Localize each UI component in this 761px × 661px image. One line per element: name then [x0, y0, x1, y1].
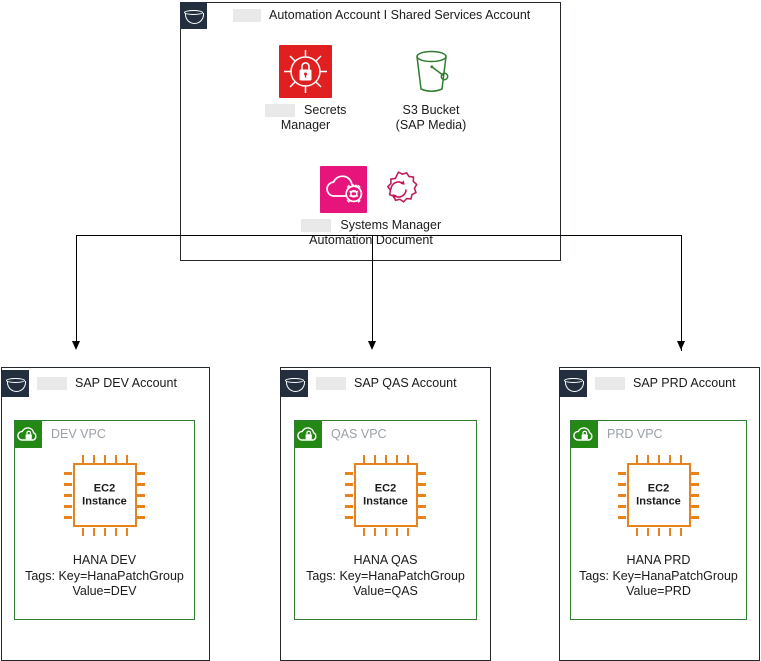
sap-qas-account-header: SAP QAS Account	[281, 369, 457, 397]
systems-manager-icon	[320, 166, 367, 213]
qas-instance-tag-key: Tags: Key=HanaPatchGroup	[306, 568, 465, 583]
vpc-glyph	[573, 427, 593, 441]
vpc-glyph	[297, 427, 317, 441]
prd-instance-caption: HANA PRD Tags: Key=HanaPatchGroup Value=…	[570, 553, 747, 600]
secrets-manager-glyph	[284, 50, 327, 93]
ec2-chip-line1: EC2	[647, 482, 670, 495]
ec2-chip-line1: EC2	[374, 482, 397, 495]
systems-manager-label-line1: Systems Manager	[286, 218, 456, 233]
prd-instance-tag-key: Tags: Key=HanaPatchGroup	[579, 568, 738, 583]
qas-instance-name: HANA QAS	[353, 553, 418, 567]
sap-qas-account-title: SAP QAS Account	[354, 375, 457, 390]
connector-qas-arrowhead	[367, 341, 376, 350]
qas-instance-tag-value: Value=QAS	[353, 584, 418, 598]
secrets-manager-icon	[279, 45, 332, 98]
automation-account-title: Automation Account I Shared Services Acc…	[269, 7, 531, 22]
s3-bucket-icon	[405, 45, 458, 98]
qas-vpc-label: QAS VPC	[331, 427, 387, 442]
ec2-chip-line1: EC2	[93, 482, 116, 495]
connector-bus-horizontal	[76, 235, 682, 236]
ec2-instance-icon: EC2 Instance	[345, 454, 426, 536]
redacted-label-block	[316, 376, 346, 390]
automation-document-glyph	[386, 171, 418, 203]
dev-instance-tag-key: Tags: Key=HanaPatchGroup	[25, 568, 184, 583]
automation-account-header: Automation Account I Shared Services Acc…	[180, 1, 530, 29]
connector-prd-vertical	[681, 235, 682, 351]
systems-manager-glyph	[326, 175, 363, 203]
systems-manager-icon-row	[286, 166, 456, 213]
aws-account-icon	[180, 1, 207, 29]
s3-bucket-label-line1: S3 Bucket	[402, 103, 460, 117]
redacted-label-block	[300, 219, 331, 233]
aws-account-icon	[281, 369, 308, 397]
sap-prd-account-header: SAP PRD Account	[560, 369, 736, 397]
aws-account-icon	[560, 369, 587, 397]
aws-account-icon	[2, 369, 29, 397]
secrets-manager-label-line2: Manager	[280, 118, 331, 132]
ec2-instance-icon: EC2 Instance	[618, 454, 699, 536]
secrets-manager-text1: Secrets	[304, 103, 347, 117]
automation-document-icon	[375, 166, 422, 213]
vpc-glyph	[17, 427, 37, 441]
s3-bucket-glyph	[415, 50, 448, 92]
automation-account-boundary	[180, 2, 561, 261]
sap-dev-account-header: SAP DEV Account	[2, 369, 177, 397]
redacted-label-block	[233, 8, 261, 22]
qas-instance-caption: HANA QAS Tags: Key=HanaPatchGroup Value=…	[294, 553, 477, 600]
ec2-chip-line2: Instance	[636, 495, 681, 507]
prd-ec2-instance: EC2 Instance	[570, 454, 747, 536]
qas-ec2-instance: EC2 Instance	[294, 454, 477, 536]
ec2-chip-line2: Instance	[82, 495, 127, 507]
vpc-icon	[295, 421, 322, 448]
systems-manager-text1: Systems Manager	[340, 218, 442, 232]
sap-prd-account-title: SAP PRD Account	[633, 375, 736, 390]
prd-vpc-label: PRD VPC	[607, 427, 663, 442]
dev-vpc-boundary	[14, 420, 195, 620]
dev-ec2-instance: EC2 Instance	[14, 454, 195, 536]
redacted-label-block	[264, 104, 295, 118]
vpc-icon	[15, 421, 42, 448]
sap-dev-account-title: SAP DEV Account	[75, 375, 177, 390]
service-systems-manager: Systems Manager Automation Document	[286, 166, 456, 248]
service-s3-bucket: S3 Bucket (SAP Media)	[381, 45, 481, 133]
vpc-icon	[571, 421, 598, 448]
redacted-label-block	[595, 376, 625, 390]
prd-vpc-header: PRD VPC	[571, 421, 663, 448]
secrets-manager-label-line1: Secrets	[256, 103, 355, 118]
connector-dev-vertical	[76, 235, 77, 341]
ec2-chip-line2: Instance	[363, 495, 408, 507]
s3-bucket-label-line2: (SAP Media)	[395, 118, 467, 132]
dev-instance-name: HANA DEV	[72, 553, 137, 567]
dev-vpc-label: DEV VPC	[51, 427, 106, 442]
service-secrets-manager: Secrets Manager	[256, 45, 355, 133]
connector-prd-arrowhead	[676, 341, 685, 350]
connector-qas-vertical	[372, 235, 373, 341]
qas-vpc-header: QAS VPC	[295, 421, 387, 448]
systems-manager-label-line2: Automation Document	[309, 233, 433, 247]
dev-vpc-header: DEV VPC	[15, 421, 106, 448]
prd-instance-name: HANA PRD	[626, 553, 691, 567]
connector-dev-arrowhead	[71, 341, 80, 350]
redacted-label-block	[37, 376, 67, 390]
dev-instance-tag-value: Value=DEV	[72, 584, 137, 598]
prd-instance-tag-value: Value=PRD	[626, 584, 691, 598]
dev-instance-caption: HANA DEV Tags: Key=HanaPatchGroup Value=…	[14, 553, 195, 600]
ec2-instance-icon: EC2 Instance	[64, 454, 145, 536]
